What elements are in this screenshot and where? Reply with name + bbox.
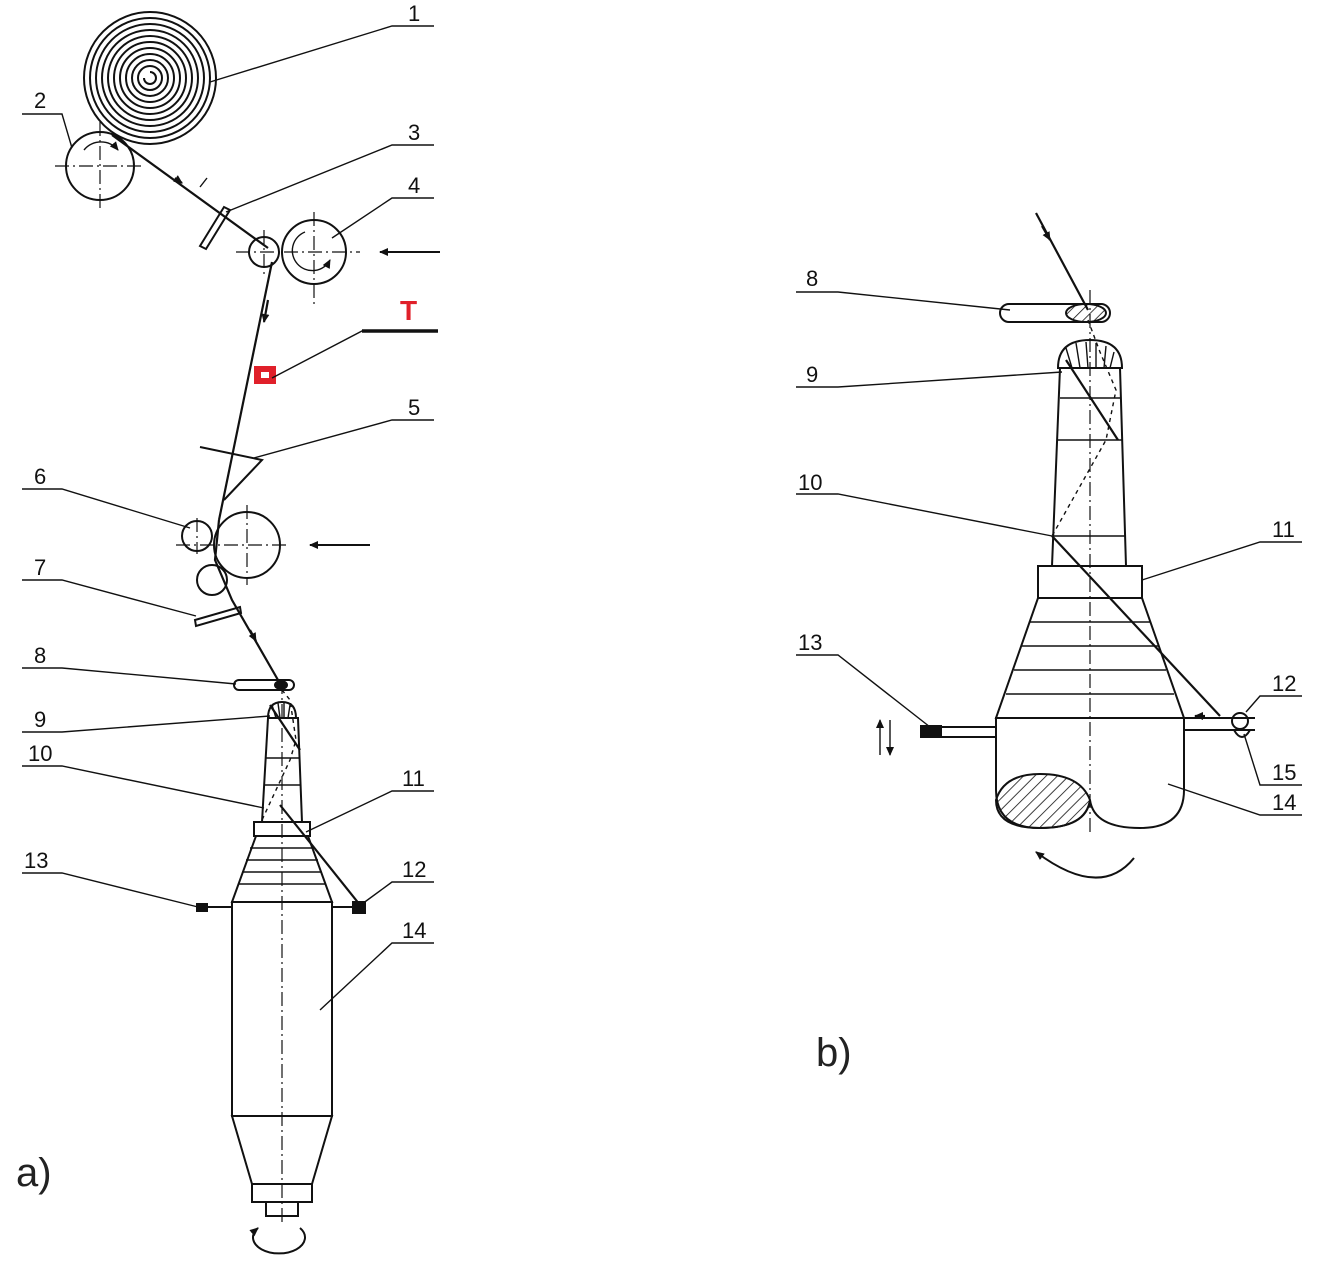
label-a-10: 10	[28, 741, 52, 766]
label-b-13: 13	[798, 630, 822, 655]
spindle-assembly-b	[876, 290, 1255, 879]
label-a-11: 11	[402, 766, 425, 791]
roving-bobbin	[83, 11, 217, 145]
spindle-assembly	[196, 680, 366, 1255]
diagram-b: 8 9 10 11 13 12 15 14 b)	[796, 212, 1302, 1075]
guide-bar	[193, 605, 243, 628]
label-b-14: 14	[1272, 790, 1296, 815]
label-a-13: 13	[24, 848, 48, 873]
label-a-8: 8	[34, 643, 46, 668]
label-a-14: 14	[402, 918, 426, 943]
label-a-9: 9	[34, 707, 46, 732]
drafting-rollers	[236, 212, 440, 306]
label-b-12: 12	[1272, 671, 1296, 696]
label-b-11: 11	[1272, 517, 1295, 542]
yarn-guide-eye	[233, 679, 295, 691]
label-a-5: 5	[408, 395, 420, 420]
feed-roller	[55, 122, 145, 210]
label-a-7: 7	[34, 555, 46, 580]
yarn-guide-eye-b	[999, 303, 1111, 323]
leader-lines-b	[796, 291, 1302, 816]
label-a-4: 4	[408, 173, 420, 198]
diagram-a: 1 2 3 4 T 5 6 7 8 9 10 11 13 12 14 a)	[16, 1, 440, 1255]
guide-plate	[198, 205, 232, 251]
label-b-8: 8	[806, 266, 818, 291]
label-a-T: T	[400, 295, 417, 326]
leader-lines-a	[22, 25, 438, 1011]
label-b-10: 10	[798, 470, 822, 495]
panel-label-b: b)	[816, 1031, 852, 1075]
balloon-guide	[199, 446, 264, 501]
panel-label-a: a)	[16, 1151, 52, 1195]
label-b-9: 9	[806, 362, 818, 387]
label-a-1: 1	[408, 1, 420, 26]
tension-sensor	[254, 366, 276, 384]
label-a-2: 2	[34, 88, 46, 113]
label-b-15: 15	[1272, 760, 1296, 785]
label-a-6: 6	[34, 464, 46, 489]
front-rollers	[176, 505, 370, 596]
label-a-3: 3	[408, 120, 420, 145]
label-a-12: 12	[402, 857, 426, 882]
